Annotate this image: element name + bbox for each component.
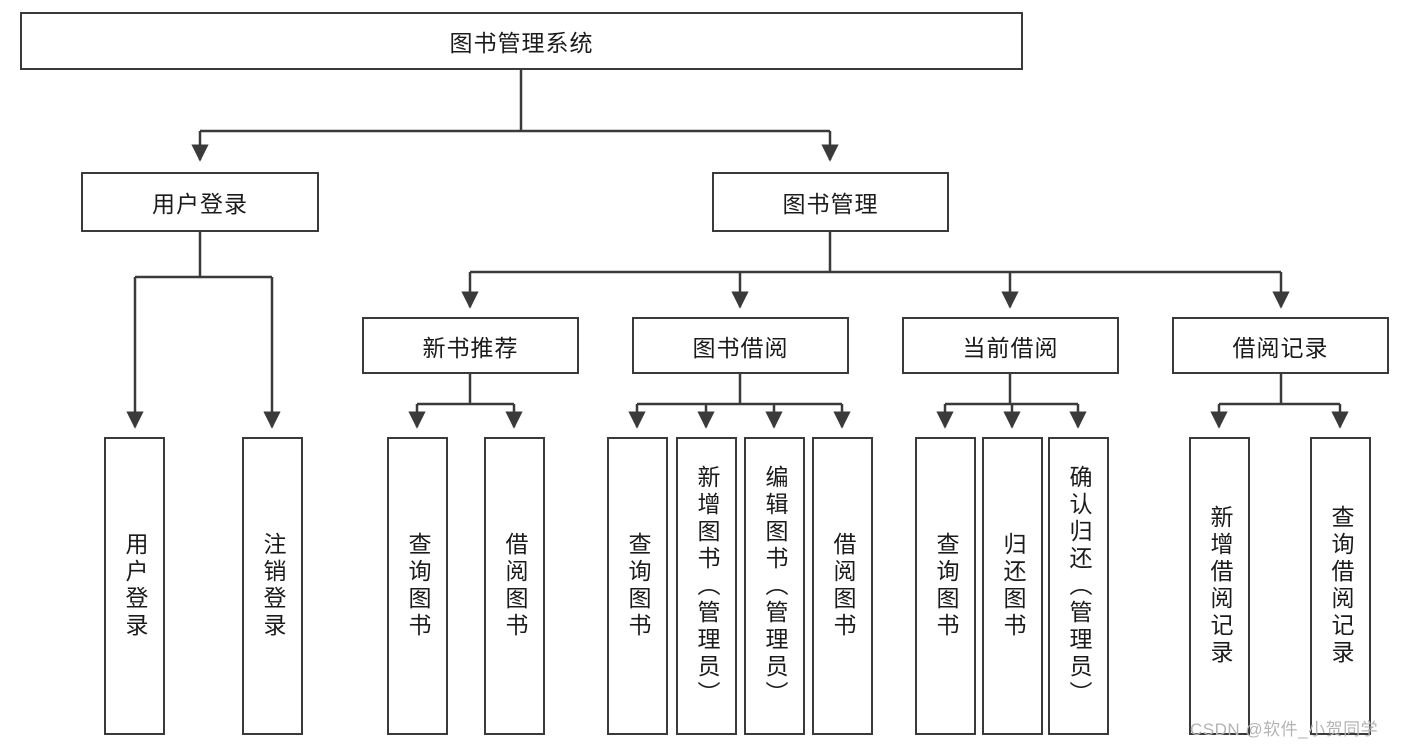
leaf-query-book-recommend[interactable]: 查询图书 bbox=[387, 437, 448, 735]
leaf-borrow-book-recommend[interactable]: 借阅图书 bbox=[484, 437, 545, 735]
leaf-borrow-book[interactable]: 借阅图书 bbox=[812, 437, 873, 735]
node-borrow-record[interactable]: 借阅记录 bbox=[1172, 317, 1389, 374]
node-book-management-label: 图书管理 bbox=[782, 191, 879, 217]
leaf-query-borrow-record-label: 查询借阅记录 bbox=[1328, 505, 1354, 667]
leaf-add-book-admin-label: 新增图书（管理员） bbox=[694, 464, 720, 708]
leaf-confirm-return-admin-label: 确认归还（管理员） bbox=[1066, 464, 1092, 708]
leaf-query-book-current[interactable]: 查询图书 bbox=[915, 437, 976, 735]
node-user-login-label: 用户登录 bbox=[152, 191, 248, 217]
leaf-user-login[interactable]: 用户登录 bbox=[104, 437, 165, 735]
leaf-confirm-return-admin[interactable]: 确认归还（管理员） bbox=[1048, 437, 1109, 735]
leaf-return-book[interactable]: 归还图书 bbox=[982, 437, 1043, 735]
leaf-return-book-label: 归还图书 bbox=[1000, 532, 1026, 640]
leaf-edit-book-admin-label: 编辑图书（管理员） bbox=[762, 464, 788, 708]
node-book-borrow[interactable]: 图书借阅 bbox=[632, 317, 849, 374]
leaf-logout-label: 注销登录 bbox=[260, 532, 286, 640]
leaf-borrow-book-recommend-label: 借阅图书 bbox=[502, 532, 528, 640]
leaf-borrow-book-label: 借阅图书 bbox=[830, 532, 856, 640]
node-root[interactable]: 图书管理系统 bbox=[20, 12, 1023, 70]
node-user-login[interactable]: 用户登录 bbox=[81, 172, 319, 232]
leaf-logout[interactable]: 注销登录 bbox=[242, 437, 303, 735]
leaf-user-login-label: 用户登录 bbox=[122, 532, 148, 640]
leaf-add-borrow-record-label: 新增借阅记录 bbox=[1207, 505, 1233, 667]
node-current-borrow-label: 当前借阅 bbox=[962, 334, 1059, 361]
csdn-watermark: CSDN @软件_小贺同学 bbox=[1190, 720, 1379, 739]
node-current-borrow[interactable]: 当前借阅 bbox=[902, 317, 1119, 374]
node-new-book-recommend[interactable]: 新书推荐 bbox=[362, 317, 579, 374]
leaf-query-book-recommend-label: 查询图书 bbox=[405, 532, 431, 640]
leaf-query-borrow-record[interactable]: 查询借阅记录 bbox=[1310, 437, 1371, 735]
node-borrow-record-label: 借阅记录 bbox=[1232, 334, 1329, 361]
node-book-management[interactable]: 图书管理 bbox=[712, 172, 949, 232]
leaf-query-book-borrow-label: 查询图书 bbox=[625, 532, 651, 640]
leaf-query-book-borrow[interactable]: 查询图书 bbox=[607, 437, 668, 735]
leaf-query-book-current-label: 查询图书 bbox=[933, 532, 959, 640]
node-root-label: 图书管理系统 bbox=[449, 30, 594, 56]
leaf-edit-book-admin[interactable]: 编辑图书（管理员） bbox=[744, 437, 805, 735]
leaf-add-book-admin[interactable]: 新增图书（管理员） bbox=[676, 437, 737, 735]
node-book-borrow-label: 图书借阅 bbox=[692, 334, 789, 361]
node-new-book-recommend-label: 新书推荐 bbox=[422, 334, 519, 361]
leaf-add-borrow-record[interactable]: 新增借阅记录 bbox=[1189, 437, 1250, 735]
